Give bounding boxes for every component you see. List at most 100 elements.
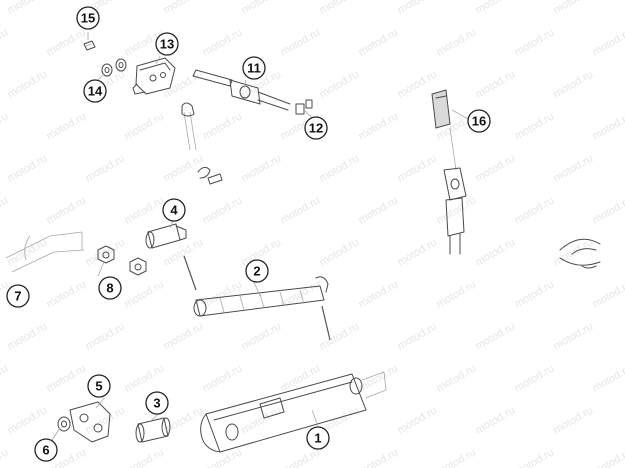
callout-12-label: 12 — [309, 121, 323, 136]
watermark-text: motod.ru — [6, 152, 50, 184]
callout-13: 13 — [155, 32, 179, 56]
watermark-text: motod.ru — [318, 68, 362, 100]
watermark-text: motod.ru — [591, 26, 625, 58]
watermark-text: motod.ru — [6, 404, 50, 436]
callout-4-label: 4 — [170, 203, 178, 218]
callout-3: 3 — [145, 391, 169, 415]
watermark-text: motod.ru — [474, 320, 518, 352]
watermark-text: motod.ru — [123, 278, 167, 310]
callout-6-label: 6 — [42, 443, 49, 458]
watermark-text: motod.ru — [552, 68, 596, 100]
watermark-text: motod.ru — [435, 278, 479, 310]
watermark-text: motod.ru — [240, 0, 284, 17]
small-hook-parts — [197, 166, 223, 185]
watermark-text: motod.ru — [435, 362, 479, 394]
callout-8-label: 8 — [106, 281, 113, 296]
watermark-text: motod.ru — [162, 152, 206, 184]
watermark-text: motod.ru — [45, 278, 89, 310]
callout-15: 15 — [76, 6, 100, 30]
watermark-text: motod.ru — [162, 236, 206, 268]
watermark-text: motod.ru — [513, 362, 557, 394]
callout-1-label: 1 — [314, 431, 321, 446]
watermark-text: motod.ru — [591, 362, 625, 394]
watermark-text: motod.ru — [435, 26, 479, 58]
watermark-text: motod.ru — [279, 446, 323, 468]
watermark-text: motod.ru — [162, 404, 206, 436]
return-spring — [559, 238, 601, 269]
watermark-text: motod.ru — [45, 194, 89, 226]
watermark-text: motod.ru — [84, 152, 128, 184]
callout-5-label: 5 — [95, 379, 102, 394]
watermark-text: motod.ru — [591, 278, 625, 310]
part-14-washers — [101, 58, 127, 77]
watermark-text: motod.ru — [513, 194, 557, 226]
part-11-rod — [181, 69, 291, 151]
part-6-washer — [57, 416, 71, 432]
part-8-nuts — [97, 245, 147, 276]
watermark-text: motod.ru — [357, 194, 401, 226]
watermark-text: motod.ru — [84, 320, 128, 352]
callout-11-label: 11 — [247, 61, 261, 76]
watermark-text: motod.ru — [318, 152, 362, 184]
callout-5: 5 — [87, 374, 111, 398]
watermark-text: motod.ru — [201, 194, 245, 226]
watermark-text: motod.ru — [123, 362, 167, 394]
callout-1: 1 — [306, 426, 330, 450]
callout-6: 6 — [34, 438, 58, 462]
callout-8: 8 — [98, 276, 122, 300]
callout-7: 7 — [6, 284, 30, 308]
watermark-text: motod.ru — [45, 110, 89, 142]
callout-2: 2 — [245, 259, 269, 283]
watermark-text: motod.ru — [474, 152, 518, 184]
part-2-spring — [183, 255, 331, 341]
watermark-text: motod.ru — [474, 68, 518, 100]
watermark-text: motod.ru — [591, 110, 625, 142]
callout-15-label: 15 — [81, 11, 95, 26]
callout-7-label: 7 — [14, 289, 21, 304]
watermark-text: motod.ru — [0, 446, 10, 468]
watermark-text: motod.ru — [591, 446, 625, 468]
watermark-text: motod.ru — [240, 320, 284, 352]
watermark-text: motod.ru — [279, 362, 323, 394]
watermark-text: motod.ru — [318, 236, 362, 268]
watermark-text: motod.ru — [279, 26, 323, 58]
watermark-text: motod.ru — [279, 278, 323, 310]
watermark-text: motod.ru — [0, 362, 10, 394]
watermark-text: motod.ru — [357, 362, 401, 394]
part-13-bracket — [132, 57, 176, 95]
watermark-text: motod.ru — [552, 320, 596, 352]
watermark-text: motod.ru — [201, 26, 245, 58]
watermark-text: motod.ru — [396, 404, 440, 436]
callout-14-label: 14 — [88, 84, 103, 99]
watermark-text: motod.ru — [513, 26, 557, 58]
watermark-text: motod.ru — [513, 278, 557, 310]
part-4-bolt — [145, 223, 187, 249]
watermark-text: motod.ru — [45, 26, 89, 58]
callout-16-label: 16 — [472, 114, 486, 129]
watermark-text: motod.ru — [357, 446, 401, 468]
watermark-text: motod.ru — [396, 152, 440, 184]
watermark-text: motod.ru — [0, 26, 10, 58]
watermark-text: motod.ru — [201, 362, 245, 394]
watermark-text: motod.ru — [396, 320, 440, 352]
watermark-text: motod.ru — [201, 110, 245, 142]
watermark-text: motod.ru — [474, 236, 518, 268]
watermark-text: motod.ru — [0, 194, 10, 226]
watermark-text: motod.ru — [6, 68, 50, 100]
watermark-text: motod.ru — [279, 194, 323, 226]
callout-4: 4 — [162, 198, 186, 222]
callout-14: 14 — [83, 79, 107, 103]
watermark-text: motod.ru — [318, 320, 362, 352]
callout-13-label: 13 — [160, 37, 174, 52]
watermark-text: motod.ru — [357, 26, 401, 58]
watermark-text: motod.ru — [201, 446, 245, 468]
watermark-text: motod.ru — [552, 152, 596, 184]
watermark-text: motod.ru — [357, 278, 401, 310]
callout-12: 12 — [304, 116, 328, 140]
part-3-bushing — [135, 417, 171, 443]
callout-11: 11 — [242, 56, 266, 80]
watermark-text: motod.ru — [6, 320, 50, 352]
